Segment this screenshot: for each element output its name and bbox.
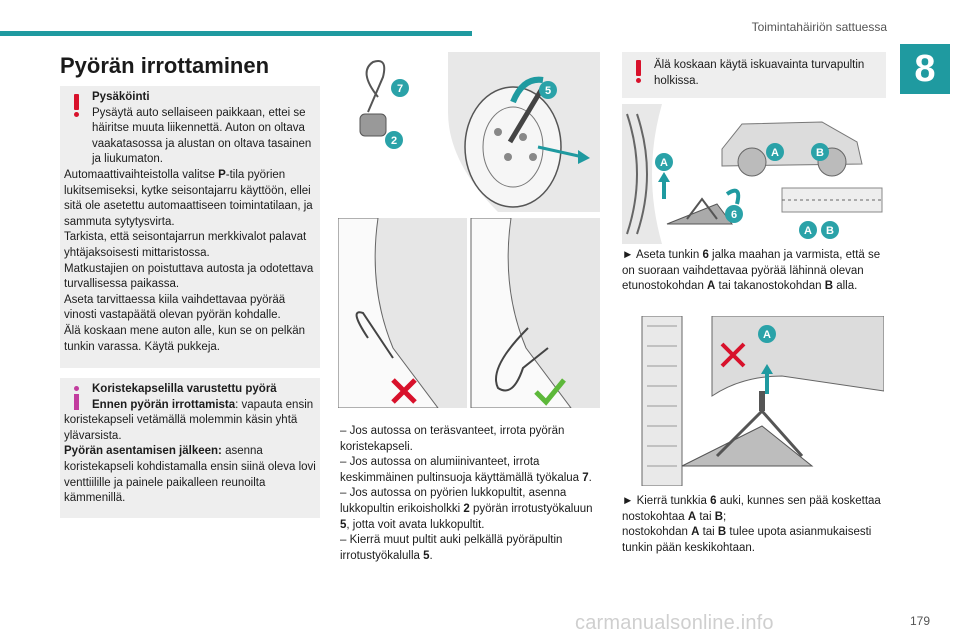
callout-5-label: 5 <box>545 85 551 97</box>
callout-A-label: A <box>763 329 771 341</box>
right-step-raise-jack: ► Kierrä tunkkia 6 auki, kunnes sen pää … <box>622 495 881 554</box>
callout-B-label: B <box>826 225 834 237</box>
callout-A <box>799 221 817 239</box>
warning2-text: Älä koskaan käytä iskuavainta turvapulti… <box>654 59 865 87</box>
callout-2 <box>385 131 403 149</box>
step-alloy-rims: – Jos autossa on alumiinivanteet, irrota… <box>340 456 592 484</box>
warning-paragraph: Pysäytä auto sellaiseen paikkaan, ettei … <box>92 106 312 166</box>
callout-7 <box>391 79 409 97</box>
header-accent-bar <box>0 31 472 36</box>
step-lock-bolts: – Jos autossa on pyörien lukkopultit, as… <box>340 487 593 531</box>
warning-icon-dot <box>74 112 79 117</box>
impact-wrench-warning-box: Älä koskaan käytä iskuavainta turvapulti… <box>622 52 886 98</box>
warning-paragraph: Automaattivaihteistolla valitse P-tila p… <box>64 168 313 228</box>
callout-B-label: B <box>816 147 824 159</box>
right-step-position-jack: ► Aseta tunkin 6 jalka maahan ja varmist… <box>622 249 881 293</box>
callout-A-label: A <box>771 147 779 159</box>
callout-A <box>655 153 673 171</box>
page-number: 179 <box>909 614 930 628</box>
info-paragraph: Pyörän asentamisen jälkeen: asenna koris… <box>64 445 316 505</box>
step-other-bolts: – Kierrä muut pultit auki pelkällä pyörä… <box>340 534 563 562</box>
warning-icon-dot <box>636 78 641 83</box>
callout-6-label: 6 <box>731 209 737 221</box>
callout-A <box>766 143 784 161</box>
parking-warning-box: Pysäköinti Pysäytä auto sellaiseen paikk… <box>60 86 320 368</box>
callout-2-label: 2 <box>391 135 397 147</box>
info-title: Koristekapselilla varustettu pyörä <box>92 383 277 395</box>
jack-under-car-figure: A <box>622 316 884 486</box>
step-steel-rims: – Jos autossa on teräsvanteet, irrota py… <box>340 425 565 453</box>
watermark: carmanualsonline.info <box>575 612 774 634</box>
callout-B <box>811 143 829 161</box>
warning-paragraph: Matkustajien on poistuttava autosta ja o… <box>64 262 314 291</box>
jack-lifting-points-figure: A A B 6 A B <box>622 104 883 244</box>
hubcap-info-box: Koristekapselilla varustettu pyörä Ennen… <box>60 378 320 518</box>
info-icon <box>74 394 79 410</box>
callout-A-label: A <box>804 225 812 237</box>
info-icon-dot <box>74 386 79 391</box>
section-title: Toimintahäiriön sattuessa <box>751 20 887 34</box>
warning-icon <box>636 60 641 76</box>
info-paragraph: Ennen pyörän irrottamista: vapauta ensin… <box>64 398 314 442</box>
warning-paragraph: Älä koskaan mene auton alle, kun se on p… <box>64 324 306 353</box>
middle-instructions: – Jos autossa on teräsvanteet, irrota py… <box>340 424 602 564</box>
hubcap-tool-comparison-figure <box>338 218 600 408</box>
page-title: Pyörän irrottaminen <box>60 53 270 78</box>
callout-B <box>821 221 839 239</box>
callout-A <box>758 325 776 343</box>
callout-A-label: A <box>660 157 668 169</box>
warning-paragraph: Aseta tarvittaessa kiila vaihdettavaa py… <box>64 293 286 322</box>
warning-icon <box>74 94 79 110</box>
warning-title: Pysäköinti <box>92 91 150 103</box>
callout-7-label: 7 <box>397 83 403 95</box>
correct-check-icon <box>534 378 566 406</box>
warning-paragraph: Tarkista, että seisontajarrun merkkivalo… <box>64 231 307 259</box>
callout-6 <box>725 205 743 223</box>
wrong-cross-icon <box>391 378 417 404</box>
callout-5 <box>539 81 557 99</box>
wrong-cross-icon <box>720 342 746 368</box>
chapter-badge: 8 <box>900 44 950 94</box>
wheel-bolt-removal-figure: 7 5 2 <box>359 52 600 212</box>
